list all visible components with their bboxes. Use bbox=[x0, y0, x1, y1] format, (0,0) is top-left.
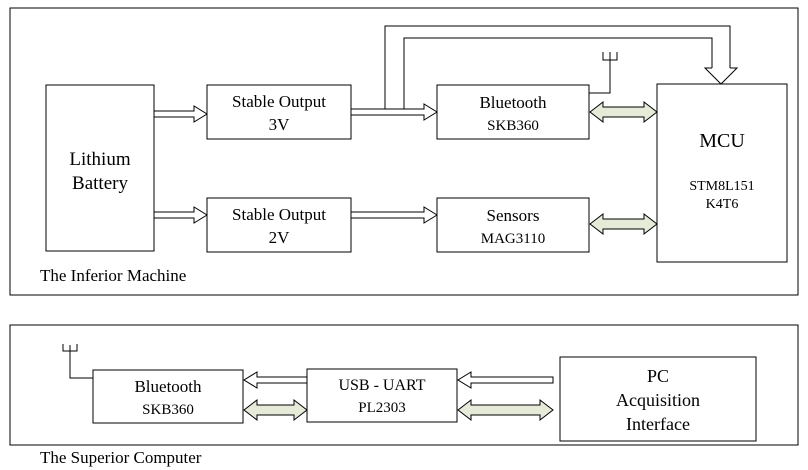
pc-interface-block: PC Acquisition Interface bbox=[559, 356, 757, 442]
bluetooth-superior-block: Bluetooth SKB360 bbox=[92, 369, 244, 424]
regulator-2v-label-line1: Stable Output bbox=[232, 205, 326, 224]
mcu-label-line3: K4T6 bbox=[706, 197, 739, 212]
sensors-label-line1: Sensors bbox=[487, 206, 540, 225]
bluetooth-inferior-block: Bluetooth SKB360 bbox=[436, 84, 590, 140]
mcu-label-line2: STM8L151 bbox=[689, 179, 754, 194]
bluetooth-superior-label-line1: Bluetooth bbox=[134, 377, 202, 396]
pc-interface-label-line2: Acquisition bbox=[616, 390, 700, 410]
antenna-icon bbox=[589, 52, 618, 94]
bluetooth-superior-box bbox=[92, 369, 244, 424]
regulator-3v-block: Stable Output 3V bbox=[206, 84, 352, 140]
regulator-3v-label-line2: 3V bbox=[269, 115, 291, 134]
mcu-label-line1: MCU bbox=[699, 130, 745, 152]
hollow-arrow-icon bbox=[350, 103, 438, 121]
regulator-3v-box bbox=[206, 84, 352, 140]
regulator-3v-label-line1: Stable Output bbox=[232, 92, 326, 111]
hollow-arrow-icon bbox=[153, 206, 208, 224]
double-arrow-icon bbox=[457, 398, 554, 422]
hollow-arrow-icon bbox=[243, 371, 308, 389]
superior-computer-title: The Superior Computer bbox=[40, 448, 202, 467]
pc-interface-box bbox=[559, 356, 757, 442]
mcu-block: MCU STM8L151 K4T6 bbox=[656, 83, 788, 263]
inferior-machine-title: The Inferior Machine bbox=[40, 266, 186, 285]
bluetooth-superior-label-line2: SKB360 bbox=[142, 402, 194, 418]
regulator-2v-label-line2: 2V bbox=[269, 228, 291, 247]
hollow-arrow-icon bbox=[350, 206, 438, 224]
sensors-box bbox=[436, 197, 590, 253]
pc-interface-label-line1: PC bbox=[647, 366, 669, 386]
mcu-box bbox=[656, 83, 788, 263]
power-feed-line bbox=[403, 37, 713, 109]
battery-box bbox=[45, 84, 155, 252]
hollow-arrow-icon bbox=[457, 371, 554, 389]
regulator-2v-box bbox=[206, 197, 352, 253]
sensors-block: Sensors MAG3110 bbox=[436, 197, 590, 253]
battery-label-line2: Battery bbox=[72, 173, 128, 194]
bluetooth-inferior-label-line1: Bluetooth bbox=[479, 93, 547, 112]
pc-interface-label-line3: Interface bbox=[626, 414, 690, 434]
usb-uart-box bbox=[306, 368, 458, 423]
usb-uart-label-line1: USB - UART bbox=[338, 377, 425, 394]
antenna-icon bbox=[62, 344, 93, 379]
battery-block: Lithium Battery bbox=[45, 84, 155, 252]
hollow-arrow-icon bbox=[153, 105, 208, 123]
usb-uart-block: USB - UART PL2303 bbox=[306, 368, 458, 423]
usb-uart-label-line2: PL2303 bbox=[358, 400, 406, 416]
battery-label-line1: Lithium bbox=[69, 149, 130, 170]
bluetooth-inferior-box bbox=[436, 84, 590, 140]
regulator-2v-block: Stable Output 2V bbox=[206, 197, 352, 253]
bluetooth-inferior-label-line2: SKB360 bbox=[487, 118, 539, 134]
power-feed-line bbox=[384, 25, 731, 109]
sensors-label-line2: MAG3110 bbox=[481, 231, 545, 247]
